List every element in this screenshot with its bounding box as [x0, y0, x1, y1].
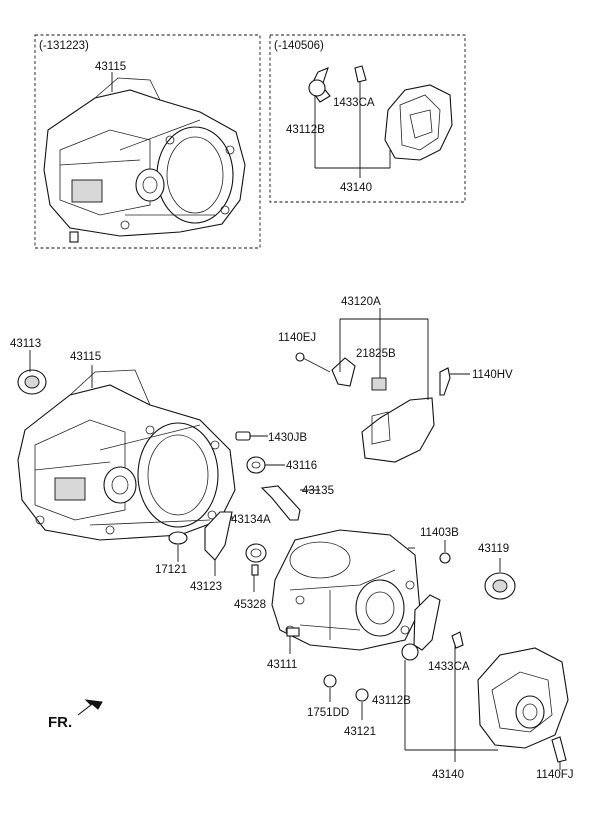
label-1433CA: 1433CA — [428, 661, 470, 673]
variant-box-right-tag: (-140506) — [274, 40, 324, 52]
label-43140: 43140 — [432, 769, 464, 781]
label-43111: 43111 — [267, 659, 297, 671]
label-43112B: 43112B — [372, 695, 411, 707]
label-1140FJ: 1140FJ — [536, 769, 574, 781]
front-direction-arrow-icon — [77, 699, 103, 716]
label-43115-variant: 43115 — [95, 61, 126, 73]
transaxle-case-drawing — [17, 369, 266, 541]
label-43140-variant: 43140 — [340, 182, 372, 194]
mounting-bracket-drawing — [295, 352, 451, 463]
label-43135: 43135 — [302, 485, 334, 497]
label-1751DD: 1751DD — [307, 707, 349, 719]
label-1430JB: 1430JB — [268, 432, 307, 444]
label-45328: 45328 — [234, 599, 266, 611]
variant-box-left-tag: (-131223) — [39, 40, 89, 52]
cover-variant-drawing — [308, 65, 453, 161]
front-direction-label: FR. — [48, 714, 72, 731]
label-43134A: 43134A — [231, 514, 271, 526]
label-43121: 43121 — [344, 726, 376, 738]
label-43112B-variant: 43112B — [286, 124, 325, 136]
variant-box-right — [269, 34, 466, 203]
label-43123: 43123 — [190, 581, 222, 593]
variant-box-left — [34, 34, 261, 249]
label-43113: 43113 — [10, 338, 41, 350]
label-17121: 17121 — [155, 564, 187, 576]
label-1433CA-variant: 1433CA — [333, 97, 375, 109]
label-1140HV: 1140HV — [472, 369, 513, 381]
label-43120A: 43120A — [341, 296, 381, 308]
transaxle-cover-drawing — [477, 647, 569, 763]
label-1140EJ: 1140EJ — [278, 332, 316, 344]
transaxle-case-variant-drawing — [43, 77, 246, 243]
small-parts-drawing — [168, 485, 516, 600]
label-11403B: 11403B — [420, 527, 459, 539]
label-43116: 43116 — [286, 460, 317, 472]
label-43115: 43115 — [70, 351, 101, 363]
label-21825B: 21825B — [356, 348, 396, 360]
clutch-housing-drawing — [271, 529, 441, 661]
bottom-hardware-drawing — [323, 631, 464, 702]
label-43119: 43119 — [478, 543, 509, 555]
